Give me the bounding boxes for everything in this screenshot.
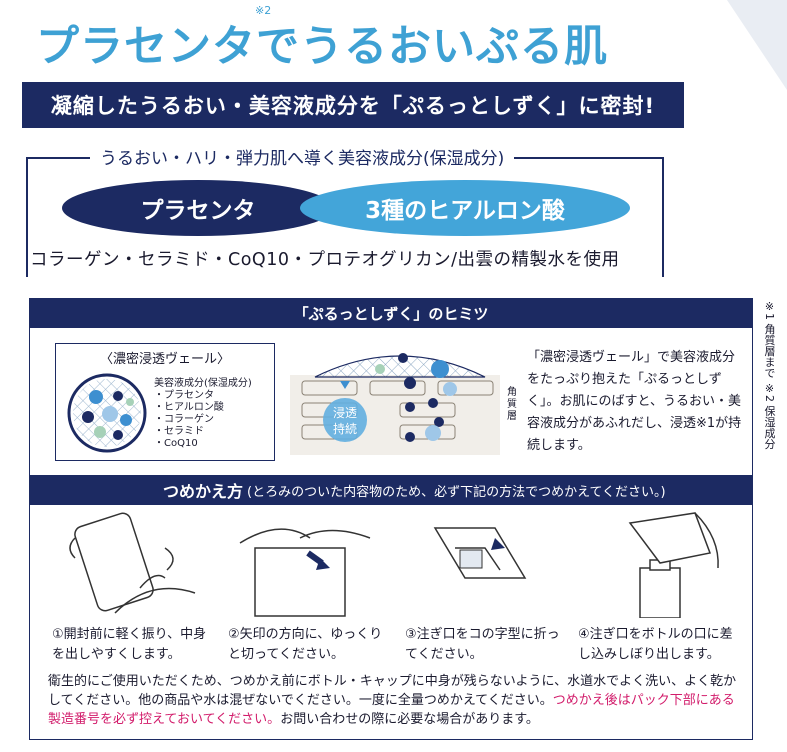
- hyaluronic-label: 3種のヒアルロン酸: [365, 198, 565, 224]
- shake-pack-icon: [69, 512, 196, 614]
- corner-decoration: [727, 0, 787, 90]
- notes-warning: つめかえ後はパック下部にある製造番号を必ず控えておいてください。: [48, 693, 735, 727]
- veil-ingredient-list: 美容液成分(保湿成分) ・プラセンタ ・ヒアルロン酸 ・コラーゲン ・セラミド …: [154, 378, 252, 450]
- refill-step-3: ③注ぎ口をコの字型に折ってください。: [405, 627, 560, 662]
- hyaluronic-pill: 3種のヒアルロン酸: [300, 180, 630, 236]
- secret-explanation: 「濃密浸透ヴェール」で美容液成分をたっぷり抱えた「ぷるっとしずく」。お肌にのばす…: [527, 350, 742, 453]
- veil-list-item: ・コラーゲン: [154, 414, 214, 425]
- veil-list-item: ・CoQ10: [154, 438, 198, 449]
- placenta-label: プラセンタ: [140, 198, 256, 224]
- veil-title: 〈濃密浸透ヴェール〉: [100, 352, 231, 367]
- title-note: ※2: [255, 4, 272, 17]
- veil-list-title: 美容液成分(保湿成分): [154, 378, 252, 389]
- refill-heading: つめかえ方: [163, 482, 244, 501]
- refill-step-2: ②矢印の方向に、ゆっくりと切ってください。: [228, 627, 383, 662]
- page-title: プラセンタでうるおいぷる肌: [36, 22, 608, 72]
- refill-subheading: (とろみのついた内容物のため、必ず下記の方法でつめかえてください。): [247, 484, 666, 500]
- refill-notes: 衛生的にご使用いただくため、つめかえ前にボトル・キャップに中身が残らないように、…: [48, 672, 738, 729]
- squeeze-into-bottle-icon: [628, 512, 719, 618]
- veil-list-item: ・ヒアルロン酸: [154, 402, 224, 413]
- frame-heading: うるおい・ハリ・弾力肌へ導く美容液成分(保湿成分): [90, 144, 515, 169]
- notes-text: 衛生的にご使用いただくため、つめかえ前にボトル・キャップに中身が残らないように、…: [48, 674, 737, 708]
- refill-heading-bar: つめかえ方 (とろみのついた内容物のため、必ず下記の方法でつめかえてください。): [29, 475, 753, 505]
- fold-spout-icon: [433, 527, 527, 579]
- secret-heading: 「ぷるっとしずく」のヒミツ: [29, 298, 753, 328]
- stratum-corneum-label: 角質層: [507, 387, 517, 422]
- refill-step-1: ①開封前に軽く振り、中身を出しやすくします。: [52, 627, 207, 662]
- side-note: ※1 角質層まで ※2 保湿成分: [763, 300, 776, 450]
- skin-layer-diagram: 浸透 持続: [290, 353, 500, 455]
- veil-box: [55, 343, 275, 461]
- duration-label: 持続: [333, 421, 357, 436]
- cut-pack-icon: [239, 528, 371, 617]
- placenta-pill: プラセンタ: [62, 180, 334, 236]
- veil-list-item: ・プラセンタ: [154, 390, 214, 401]
- headline-banner: 凝縮したうるおい・美容液成分を「ぷるっとしずく」に密封!: [22, 82, 684, 128]
- veil-list-item: ・セラミド: [154, 426, 204, 437]
- refill-step-4: ④注ぎ口をボトルの口に差し込みしぼり出します。: [578, 627, 733, 662]
- penetration-label: 浸透: [333, 406, 357, 420]
- notes-tail: お問い合わせの際に必要な場合があります。: [280, 712, 539, 727]
- ingredients-line: コラーゲン・セラミド・CoQ10・プロテオグリカン/出雲の精製水を使用: [30, 250, 620, 270]
- veil-droplet-icon: [67, 373, 147, 453]
